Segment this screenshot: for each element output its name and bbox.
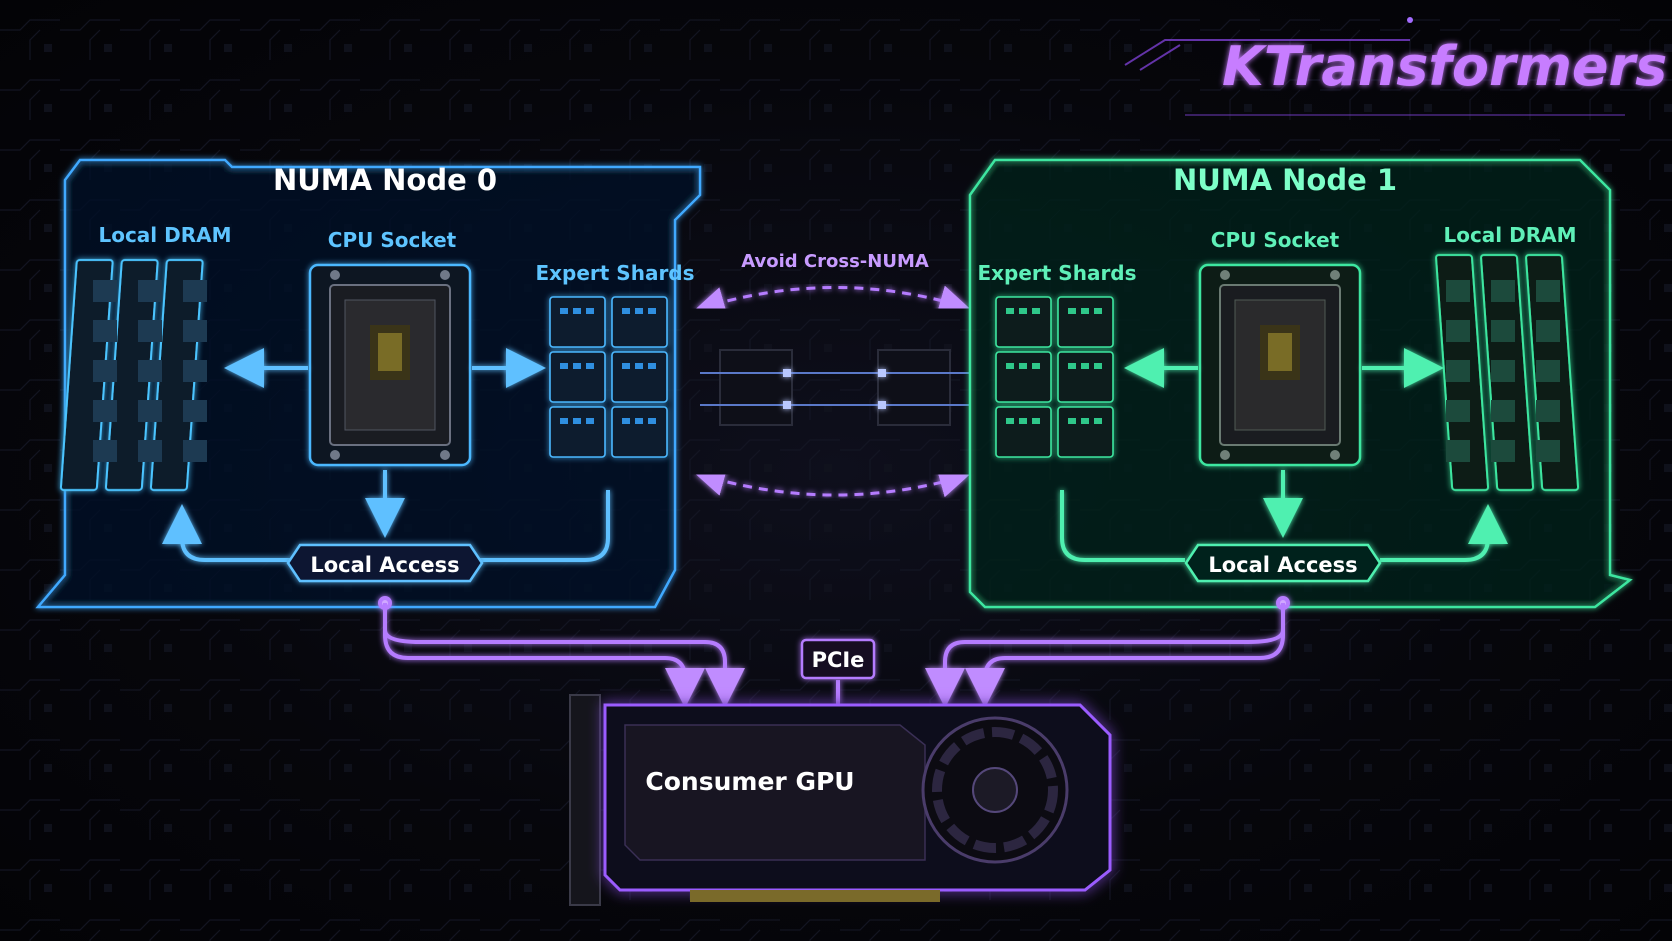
cross-numa-label: Avoid Cross-NUMA xyxy=(741,251,929,272)
node0-local-access-box: Local Access xyxy=(286,543,484,583)
node0-shards-label: Expert Shards xyxy=(535,261,694,285)
gpu-pcie-connector xyxy=(690,890,940,902)
consumer-gpu: Consumer GPU xyxy=(569,694,1112,906)
node1-local-access-box: Local Access xyxy=(1184,543,1382,583)
node1-dram-label: Local DRAM xyxy=(1443,223,1576,247)
node0-flow-arrows xyxy=(162,348,610,562)
node1-flow-arrows xyxy=(1060,348,1508,562)
node0-dram-modules xyxy=(59,259,207,491)
gpu-bracket xyxy=(569,694,601,906)
numa-node-1: NUMA Node 1 Expert Shards CPU Socket xyxy=(968,158,1633,609)
node1-shards-label: Expert Shards xyxy=(977,261,1136,285)
node0-local-access-label: Local Access xyxy=(310,553,459,577)
node0-cpu-socket-icon xyxy=(308,263,472,467)
numa-node-0: NUMA Node 0 Local DRAM CPU Socket xyxy=(35,158,702,609)
node1-cpu-label: CPU Socket xyxy=(1211,228,1340,252)
numa-node-1-title: NUMA Node 1 xyxy=(1173,163,1397,197)
node0-cpu-label: CPU Socket xyxy=(328,228,457,252)
node1-dram-modules xyxy=(1435,254,1580,491)
pcie-label: PCIe xyxy=(812,648,865,672)
pcie-box: PCIe xyxy=(800,638,876,680)
node1-local-access-label: Local Access xyxy=(1208,553,1357,577)
gpu-label: Consumer GPU xyxy=(645,767,854,796)
pcie-links xyxy=(378,596,1290,708)
brand-title: KTransformers xyxy=(1222,35,1667,98)
brand-header: KTransformers xyxy=(1124,17,1667,116)
numa-node-0-title: NUMA Node 0 xyxy=(273,163,497,197)
node0-dram-label: Local DRAM xyxy=(98,223,231,247)
cross-numa-interconnect: Avoid Cross-NUMA xyxy=(694,251,970,498)
node1-cpu-socket-icon xyxy=(1198,263,1362,467)
